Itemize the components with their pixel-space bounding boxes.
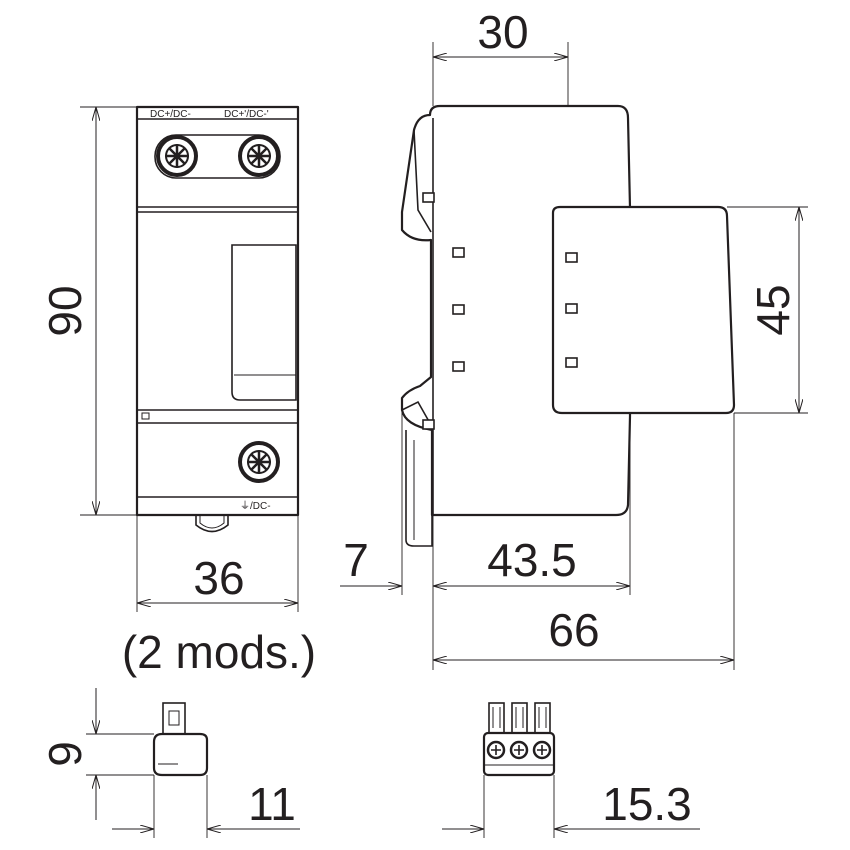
side-view xyxy=(400,104,736,547)
terminal-label-top-left: DC+/DC- xyxy=(150,109,191,120)
dimension-lines xyxy=(80,42,808,838)
terminal-screw-icon xyxy=(486,740,552,760)
dim-top-depth-label: 30 xyxy=(477,6,528,58)
dim-total-depth-label: 66 xyxy=(548,604,599,656)
dim-body-depth-label: 43.5 xyxy=(487,534,577,586)
connector-front-view xyxy=(482,702,556,777)
dim-modules-label: (2 mods.) xyxy=(122,626,316,678)
terminal-label-bottom: ⏚/DC- xyxy=(240,500,271,512)
connector-side-view xyxy=(152,702,209,777)
terminal-screw-icon xyxy=(238,441,280,483)
dim-height-label: 90 xyxy=(39,285,91,336)
terminal-label-top-right: DC+'/DC-' xyxy=(224,109,269,120)
terminal-screw-icon xyxy=(156,135,198,177)
terminal-screw-icon xyxy=(238,135,280,177)
dim-connector-width-label: 15.3 xyxy=(602,778,692,830)
dim-connector-depth-label: 11 xyxy=(248,778,296,830)
dim-width-label: 36 xyxy=(193,552,244,604)
dim-front-height-label: 45 xyxy=(747,284,799,335)
dim-connector-height-label: 9 xyxy=(39,741,91,767)
dim-rail-offset-label: 7 xyxy=(343,534,369,586)
front-view: DC+/DC- DC+'/DC-' ⏚/DC- xyxy=(135,105,300,533)
